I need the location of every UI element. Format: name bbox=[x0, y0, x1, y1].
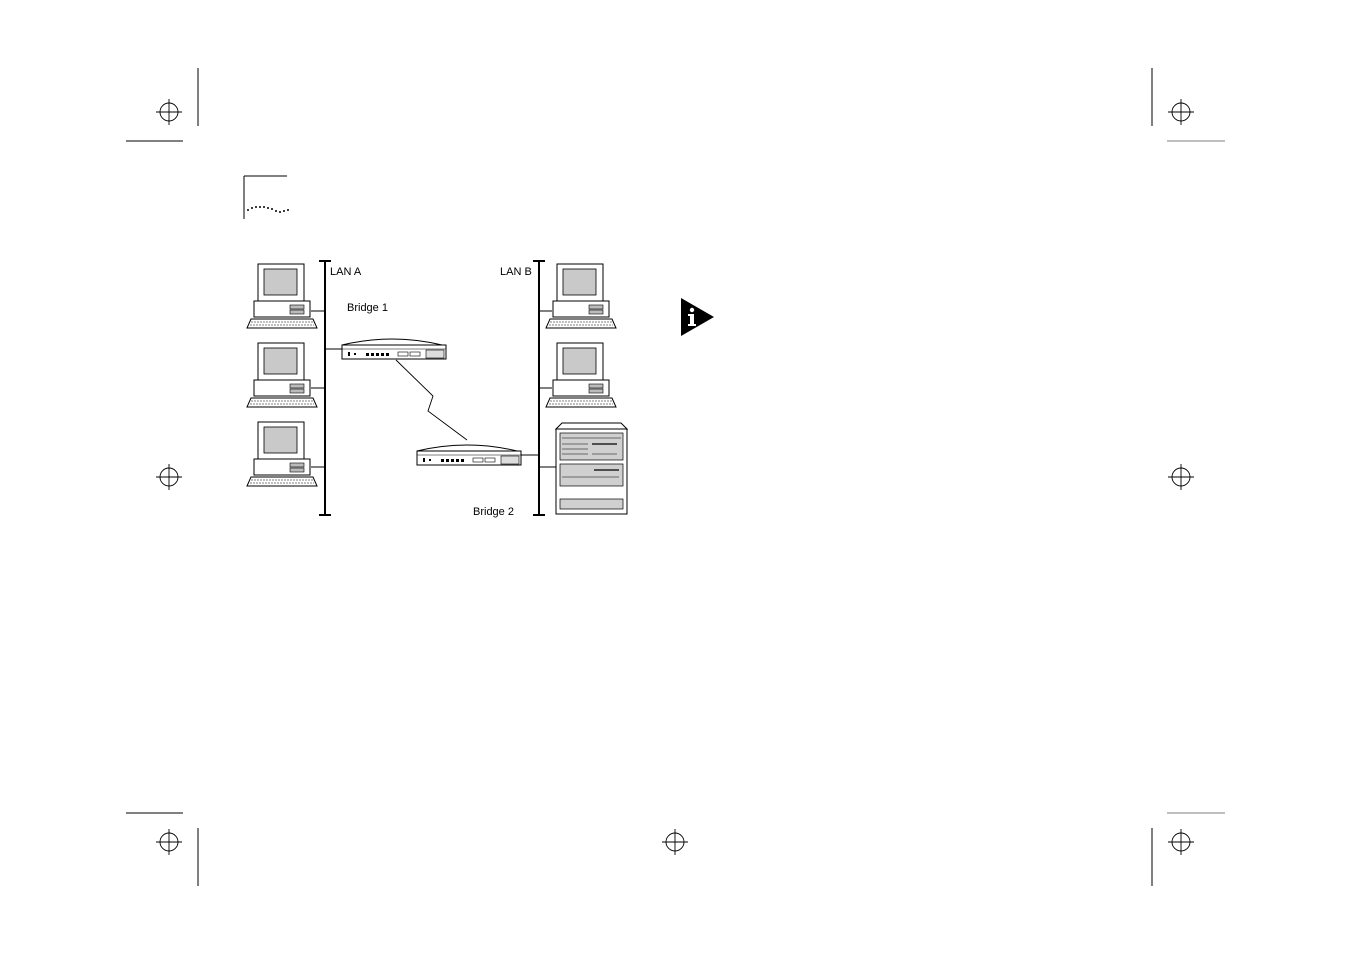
registration-mark-icon bbox=[662, 829, 688, 855]
wan-link bbox=[396, 360, 467, 440]
lan-a-label: LAN A bbox=[330, 266, 362, 278]
registration-mark-icon bbox=[1168, 829, 1194, 855]
server-icon bbox=[556, 423, 627, 514]
registration-mark-icon bbox=[1168, 99, 1194, 125]
bridge-device-icon bbox=[342, 339, 446, 359]
registration-mark-icon bbox=[156, 829, 182, 855]
registration-mark-icon bbox=[156, 99, 182, 125]
bridge2-label: Bridge 2 bbox=[473, 506, 514, 518]
header-corner-ornament bbox=[244, 176, 289, 219]
lan-b-label: LAN B bbox=[500, 266, 532, 278]
bridge1-label: Bridge 1 bbox=[347, 302, 388, 314]
info-note-icon bbox=[681, 298, 714, 336]
desktop-computer-icon bbox=[247, 422, 317, 486]
lan-b-backbone bbox=[521, 261, 556, 515]
desktop-computer-icon bbox=[546, 343, 616, 407]
lan-a-backbone bbox=[311, 261, 342, 515]
registration-mark-icon bbox=[156, 464, 182, 490]
bridge-device-icon bbox=[417, 445, 521, 465]
network-diagram: LAN A LAN B Bridge 1 Bridge 2 bbox=[247, 261, 627, 518]
registration-mark-icon bbox=[1168, 464, 1194, 490]
desktop-computer-icon bbox=[247, 343, 317, 407]
desktop-computer-icon bbox=[247, 264, 317, 328]
desktop-computer-icon bbox=[546, 264, 616, 328]
